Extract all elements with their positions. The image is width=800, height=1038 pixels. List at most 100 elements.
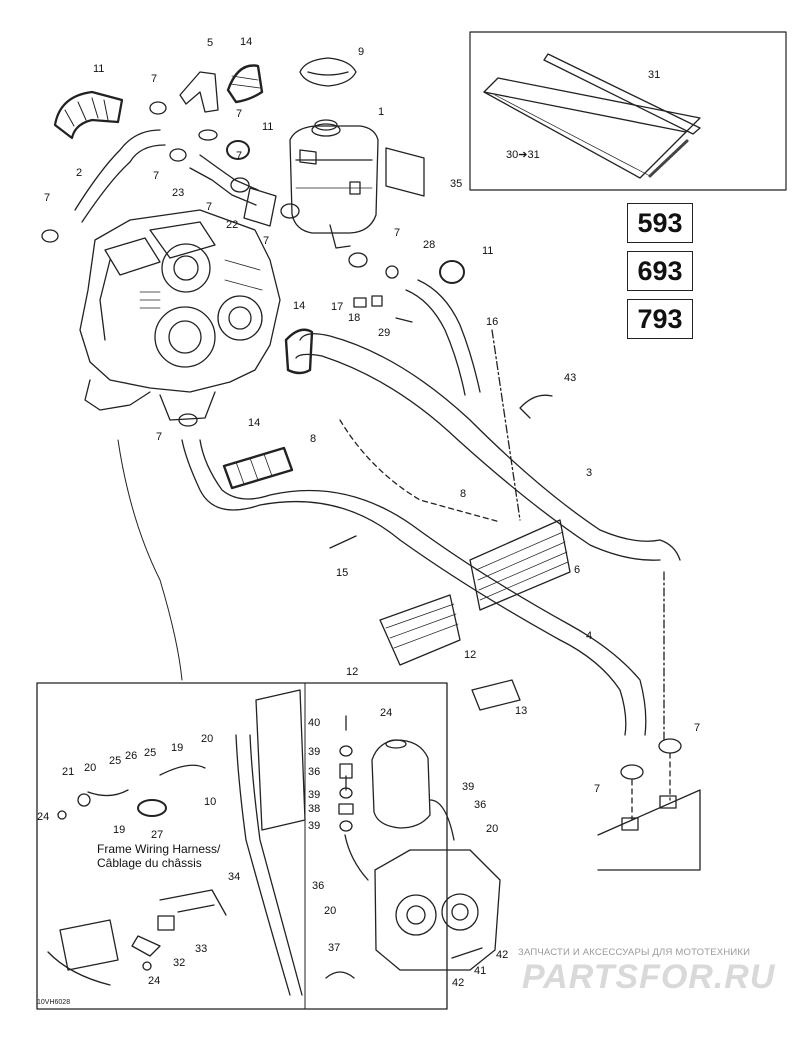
callout-19b: 19 bbox=[113, 824, 125, 836]
callout-12b: 12 bbox=[464, 649, 476, 661]
model-badge-693: 693 bbox=[627, 251, 693, 291]
model-badge-793: 793 bbox=[627, 299, 693, 339]
callout-37: 37 bbox=[328, 942, 340, 954]
callout-13: 13 bbox=[515, 705, 527, 717]
clamp-7i bbox=[658, 738, 682, 754]
callout-39a: 39 bbox=[308, 746, 320, 758]
callout-33: 33 bbox=[195, 943, 207, 955]
callout-20b: 20 bbox=[84, 762, 96, 774]
clamp-7a bbox=[41, 229, 59, 243]
panel-strip bbox=[543, 53, 701, 135]
callout-4: 4 bbox=[586, 630, 592, 642]
callout-7d: 7 bbox=[153, 170, 159, 182]
hose-2 bbox=[74, 129, 166, 223]
hose-23 bbox=[199, 154, 259, 191]
inset-reservoir bbox=[371, 739, 431, 829]
callout-28: 28 bbox=[423, 239, 435, 251]
block-13 bbox=[471, 679, 521, 711]
corrugated-coupler-11c bbox=[439, 260, 465, 284]
callout-29: 29 bbox=[378, 327, 390, 339]
callout-38: 38 bbox=[308, 803, 320, 815]
clamp-7e bbox=[230, 177, 250, 193]
sensor-21 bbox=[77, 793, 91, 807]
engine-block bbox=[79, 209, 281, 421]
bracket-18 bbox=[371, 295, 383, 307]
fitting-39a bbox=[339, 745, 353, 757]
corrugated-hose-14c bbox=[222, 446, 294, 490]
callout-30-31: 30➔31 bbox=[506, 149, 540, 161]
hose-19 bbox=[159, 764, 206, 776]
fitting-right-b bbox=[659, 795, 677, 809]
clamp-7f bbox=[280, 203, 300, 219]
callout-25b: 25 bbox=[144, 747, 156, 759]
callout-39d: 39 bbox=[462, 781, 474, 793]
clamp-7g bbox=[348, 252, 368, 268]
callout-14c: 14 bbox=[248, 417, 260, 429]
callout-36b: 36 bbox=[474, 799, 486, 811]
hose-8-dashed bbox=[339, 419, 501, 523]
inset-engine bbox=[374, 849, 501, 971]
watermark-tagline: ЗАПЧАСТИ И АКСЕССУАРЫ ДЛЯ МОТОТЕХНИКИ bbox=[518, 947, 751, 958]
hose-36b bbox=[429, 799, 455, 841]
callout-39b: 39 bbox=[308, 789, 320, 801]
callout-14a: 14 bbox=[240, 36, 252, 48]
drawing-code: 10VH6028 bbox=[37, 999, 71, 1006]
callout-34: 34 bbox=[228, 871, 240, 883]
callout-7h: 7 bbox=[156, 431, 162, 443]
callout-8a: 8 bbox=[310, 433, 316, 445]
callout-3: 3 bbox=[586, 467, 592, 479]
callout-9: 9 bbox=[358, 46, 364, 58]
callout-7i: 7 bbox=[694, 722, 700, 734]
hose-10 bbox=[235, 734, 303, 996]
callout-7e: 7 bbox=[206, 201, 212, 213]
fitting-39c bbox=[339, 820, 353, 832]
callout-7f: 7 bbox=[263, 235, 269, 247]
callout-42b: 42 bbox=[452, 977, 464, 989]
clamp-7h bbox=[178, 413, 198, 427]
fitting-38 bbox=[338, 803, 354, 815]
callout-43: 43 bbox=[564, 372, 576, 384]
callout-24b: 24 bbox=[37, 811, 49, 823]
harness-label-en: Frame Wiring Harness/ bbox=[97, 842, 221, 856]
callout-10: 10 bbox=[204, 796, 216, 808]
callout-21: 21 bbox=[62, 766, 74, 778]
callout-11c: 11 bbox=[482, 245, 493, 257]
callout-41: 41 bbox=[474, 965, 486, 977]
callout-25a: 25 bbox=[109, 755, 121, 767]
clamp-7c bbox=[198, 129, 218, 141]
clip-15 bbox=[329, 535, 357, 549]
clamp-7d bbox=[169, 148, 187, 162]
hose-3 bbox=[295, 333, 681, 561]
callout-17: 17 bbox=[331, 301, 343, 313]
callout-15: 15 bbox=[336, 567, 348, 579]
reservoir-cap bbox=[299, 57, 357, 87]
callout-7g: 7 bbox=[394, 227, 400, 239]
callout-2: 2 bbox=[76, 167, 82, 179]
callout-20a: 20 bbox=[201, 733, 213, 745]
hose-22 bbox=[243, 187, 277, 227]
callout-24c: 24 bbox=[148, 975, 160, 987]
callout-39c: 39 bbox=[308, 820, 320, 832]
corrugated-hose-14b bbox=[284, 328, 314, 375]
harness-34 bbox=[159, 889, 227, 916]
callout-7c: 7 bbox=[236, 108, 242, 120]
cable-tie-43 bbox=[519, 394, 553, 419]
callout-7b: 7 bbox=[44, 192, 50, 204]
clamp-7b bbox=[149, 101, 167, 115]
inset-tank-small bbox=[255, 689, 306, 831]
watermark-logo: PARTSFOR.RU bbox=[522, 958, 776, 996]
callout-24a: 24 bbox=[380, 707, 392, 719]
mounting-plate bbox=[597, 789, 701, 871]
callout-32: 32 bbox=[173, 957, 185, 969]
corrugated-hose-11a bbox=[53, 90, 124, 140]
hose-19b bbox=[87, 789, 129, 797]
corrugated-27 bbox=[137, 799, 167, 817]
panel-inset-frame bbox=[469, 31, 787, 191]
coolant-reservoir bbox=[289, 119, 379, 249]
callout-16: 16 bbox=[486, 316, 498, 328]
clip-37 bbox=[325, 971, 355, 979]
hose-4 bbox=[181, 439, 647, 736]
callout-8b: 8 bbox=[460, 488, 466, 500]
callout-31: 31 bbox=[648, 69, 660, 81]
